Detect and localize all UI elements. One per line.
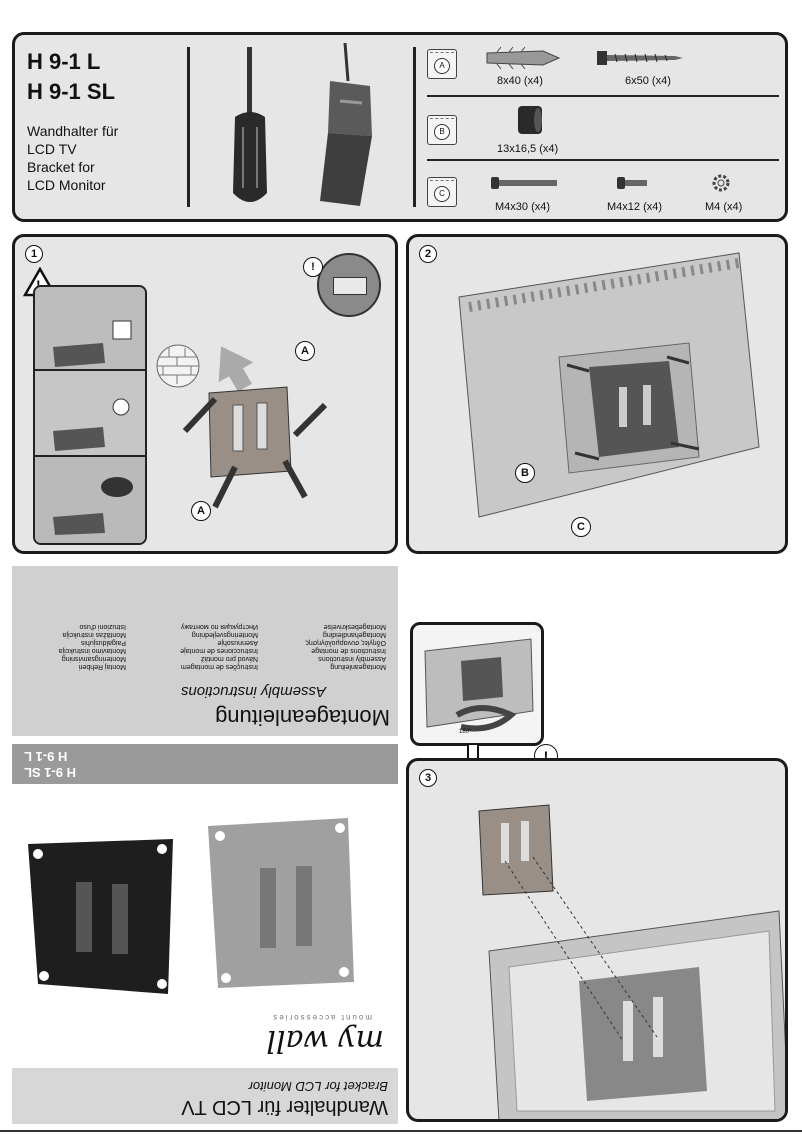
product-code-band: H 9-1 SL H 9-1 L bbox=[12, 744, 398, 784]
description-line-1: Wandhalter für bbox=[27, 123, 119, 139]
washer-qty: M4 (x4) bbox=[705, 201, 743, 213]
header-panel: H 9-1 L H 9-1 SL Wandhalter für LCD TV B… bbox=[12, 32, 788, 222]
step-2-panel: 2 B C bbox=[406, 234, 788, 554]
description-line-2: LCD TV bbox=[27, 141, 77, 157]
machine-screw-long-icon bbox=[491, 177, 557, 189]
brick-wall-icon bbox=[156, 344, 200, 388]
spacer-icon bbox=[518, 106, 542, 134]
lock-washer-icon bbox=[712, 174, 730, 192]
attention-icon: ! bbox=[303, 257, 323, 277]
step-1-panel: 1 ! A A bbox=[12, 234, 398, 554]
spirit-level-inset bbox=[317, 253, 381, 317]
drill-cable-icon bbox=[53, 320, 133, 535]
bag-a-icon: A bbox=[427, 49, 457, 79]
monitor-back-icon bbox=[458, 252, 760, 518]
cover-title-band: Montageanleitung Assembly instructions M… bbox=[12, 566, 398, 736]
cover-footer-band: Wandhalter für LCD TV Bracket for LCD Mo… bbox=[12, 1068, 398, 1124]
machine-screw-short-icon bbox=[617, 177, 647, 189]
screw-qty: 6x50 (x4) bbox=[625, 75, 671, 87]
parts-separator-1 bbox=[427, 95, 779, 97]
parts-separator-2 bbox=[427, 159, 779, 161]
dowel-qty: 8x40 (x4) bbox=[497, 75, 543, 87]
brand-logo: my wall bbox=[266, 1023, 384, 1058]
product-code-2: H 9-1 SL bbox=[24, 765, 77, 780]
cover-rotated: Wandhalter für LCD TV Bracket for LCD Mo… bbox=[12, 566, 398, 1124]
safety-strip bbox=[33, 285, 147, 545]
cover-title: Montageanleitung bbox=[215, 705, 390, 730]
step-2-number: 2 bbox=[419, 245, 437, 263]
bag-b-icon: B bbox=[427, 115, 457, 145]
description-line-4: LCD Monitor bbox=[27, 177, 106, 193]
step-3-panel: 3 bbox=[406, 758, 788, 1122]
product-code-1: H 9-1 L bbox=[24, 749, 68, 764]
screwdriver-icon bbox=[233, 47, 267, 202]
wood-screw-icon bbox=[597, 51, 683, 65]
bracket-black-icon bbox=[28, 839, 173, 994]
long-screw-qty: M4x30 (x4) bbox=[495, 201, 551, 213]
wall-plate-icon bbox=[182, 386, 328, 509]
brand-tagline: mount accessories bbox=[271, 1013, 372, 1022]
rotation-inset-panel: 180° bbox=[410, 622, 544, 746]
bracket-silver-icon bbox=[208, 818, 354, 988]
callout-a-bottom: A bbox=[191, 501, 211, 521]
arrow-up-icon bbox=[218, 346, 254, 392]
wall-dowel-icon bbox=[486, 46, 561, 70]
bottom-rule bbox=[0, 1130, 802, 1132]
spacer-qty: 13x16,5 (x4) bbox=[497, 143, 559, 155]
drill-icon bbox=[320, 42, 372, 206]
cover-footer-subtitle: Bracket for LCD Monitor bbox=[248, 1079, 388, 1094]
bag-c-icon: C bbox=[427, 177, 457, 207]
rotate-bracket-icon bbox=[424, 638, 534, 732]
cover-footer-title: Wandhalter für LCD TV bbox=[181, 1096, 388, 1118]
model-number-2: H 9-1 SL bbox=[27, 79, 116, 104]
divider bbox=[187, 47, 190, 207]
monitor-mount-icon bbox=[478, 804, 785, 1119]
short-screw-qty: M4x12 (x4) bbox=[607, 201, 663, 213]
cover-subtitle: Assembly instructions bbox=[180, 683, 326, 700]
divider-2 bbox=[413, 47, 416, 207]
callout-a-top: A bbox=[295, 341, 315, 361]
description-line-3: Bracket for bbox=[27, 159, 95, 175]
rotation-label: 180° bbox=[459, 729, 472, 735]
step-3-number: 3 bbox=[419, 769, 437, 787]
spirit-level-icon bbox=[333, 277, 367, 295]
model-number-1: H 9-1 L bbox=[27, 49, 101, 74]
step-1-number: 1 bbox=[25, 245, 43, 263]
callout-b: B bbox=[515, 463, 535, 483]
callout-c: C bbox=[571, 517, 591, 537]
